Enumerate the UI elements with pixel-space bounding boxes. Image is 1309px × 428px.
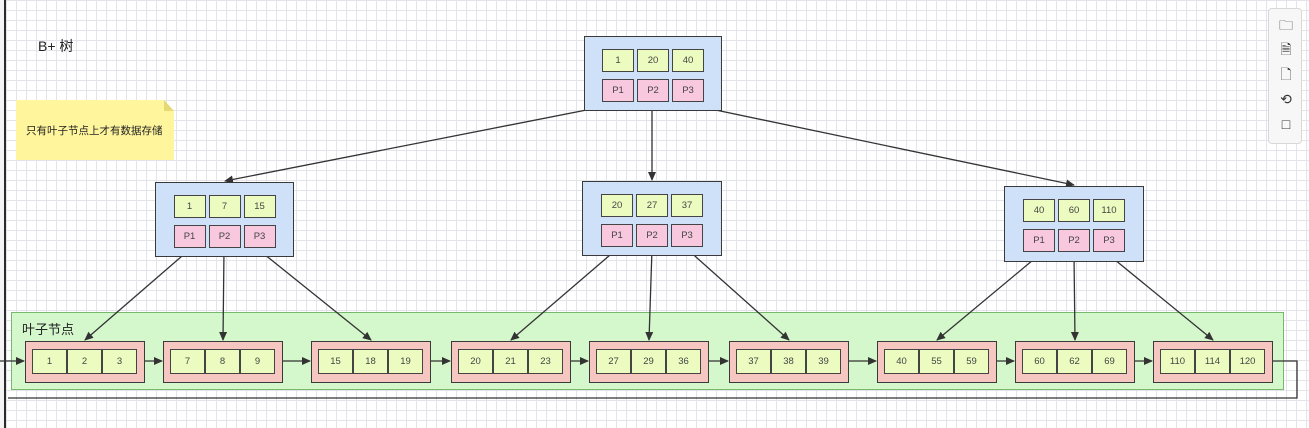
- node-pointer-cell: P3: [1093, 229, 1125, 252]
- canvas-left-edge: [0, 0, 6, 428]
- node-pointer-cell: P2: [637, 79, 669, 102]
- node-pointer-cell: P1: [602, 79, 634, 102]
- leaf-key-cell: 1: [32, 349, 67, 374]
- pointer-arrow: [1070, 254, 1079, 341]
- pointer-arrow: [686, 103, 1075, 188]
- sticky-note-text: 只有叶子节点上才有数据存储: [26, 124, 163, 137]
- leaf-key-cell: 2: [67, 349, 102, 374]
- comment-icon[interactable]: □: [1281, 116, 1291, 132]
- pointer-arrow: [1108, 254, 1214, 341]
- node-key-cell: 1: [602, 49, 634, 72]
- leaf-key-cell: 18: [353, 349, 388, 374]
- node-key-cell: 7: [208, 195, 241, 218]
- node-pointer-cell: P2: [636, 224, 668, 247]
- leaf-key-cell: 20: [458, 349, 493, 374]
- diagram-title: B+ 树: [38, 38, 74, 54]
- leaf-key-cell: 110: [1160, 349, 1195, 374]
- sticky-note-fold: [164, 100, 174, 111]
- node-key-cell: 40: [1023, 199, 1055, 222]
- node-key-cell: 1: [173, 195, 206, 218]
- node-key-cell: 27: [636, 194, 668, 217]
- node-pointer-cell: P1: [601, 224, 633, 247]
- node-key-cell: 110: [1093, 199, 1125, 222]
- node-pointer-cell: P2: [1058, 229, 1090, 252]
- leaf-key-cell: 15: [318, 349, 353, 374]
- new-file-icon[interactable]: 🗀: [1279, 17, 1293, 33]
- leaf-key-cell: 69: [1092, 349, 1127, 374]
- node-key-cell: 20: [601, 194, 633, 217]
- node-key-cell: 40: [672, 49, 704, 72]
- node-key-cell: 20: [637, 49, 669, 72]
- pointer-arrow: [510, 248, 618, 341]
- node-pointer-cell: P2: [208, 225, 241, 248]
- leaf-key-cell: 9: [240, 349, 275, 374]
- leaf-key-cell: 21: [493, 349, 528, 374]
- right-toolbar: 🗀 🗎 🗋 ⟲ □: [1268, 8, 1302, 144]
- pointer-arrow: [258, 249, 372, 341]
- leaf-key-cell: 59: [954, 349, 989, 374]
- pointer-arrow: [686, 248, 790, 341]
- pointer-arrow: [645, 248, 654, 341]
- leaf-key-cell: 114: [1195, 349, 1230, 374]
- blank-page-icon[interactable]: 🗋: [1280, 66, 1292, 82]
- pointer-arrow: [219, 249, 228, 341]
- leaf-key-cell: 55: [919, 349, 954, 374]
- pointer-arrow: [84, 249, 190, 341]
- history-icon[interactable]: ⟲: [1280, 91, 1292, 107]
- leaf-wrap-link: [8, 360, 1298, 399]
- export-icon[interactable]: 🗎: [1280, 41, 1292, 57]
- leaf-key-cell: 38: [771, 349, 806, 374]
- leaf-key-cell: 19: [388, 349, 423, 374]
- node-key-cell: 15: [243, 195, 276, 218]
- leaf-key-cell: 23: [528, 349, 563, 374]
- leaf-key-cell: 3: [102, 349, 137, 374]
- pointer-arrow: [224, 103, 618, 184]
- leaf-node-group-label: 叶子节点: [22, 322, 75, 337]
- leaf-key-cell: 29: [631, 349, 666, 374]
- leaf-key-cell: 8: [205, 349, 240, 374]
- leaf-key-cell: 40: [884, 349, 919, 374]
- leaf-key-cell: 60: [1022, 349, 1057, 374]
- node-key-cell: 60: [1058, 199, 1090, 222]
- node-pointer-cell: P3: [671, 224, 703, 247]
- leaf-key-cell: 39: [806, 349, 841, 374]
- node-pointer-cell: P3: [243, 225, 276, 248]
- pointer-arrow: [936, 254, 1040, 341]
- leaf-key-cell: 62: [1057, 349, 1092, 374]
- node-key-cell: 37: [671, 194, 703, 217]
- leaf-key-cell: 7: [170, 349, 205, 374]
- leaf-key-cell: 36: [666, 349, 701, 374]
- node-pointer-cell: P1: [173, 225, 206, 248]
- leaf-key-cell: 37: [736, 349, 771, 374]
- sticky-note[interactable]: 只有叶子节点上才有数据存储: [16, 100, 174, 160]
- leaf-key-cell: 27: [596, 349, 631, 374]
- node-pointer-cell: P1: [1023, 229, 1055, 252]
- leaf-key-cell: 120: [1230, 349, 1265, 374]
- node-pointer-cell: P3: [672, 79, 704, 102]
